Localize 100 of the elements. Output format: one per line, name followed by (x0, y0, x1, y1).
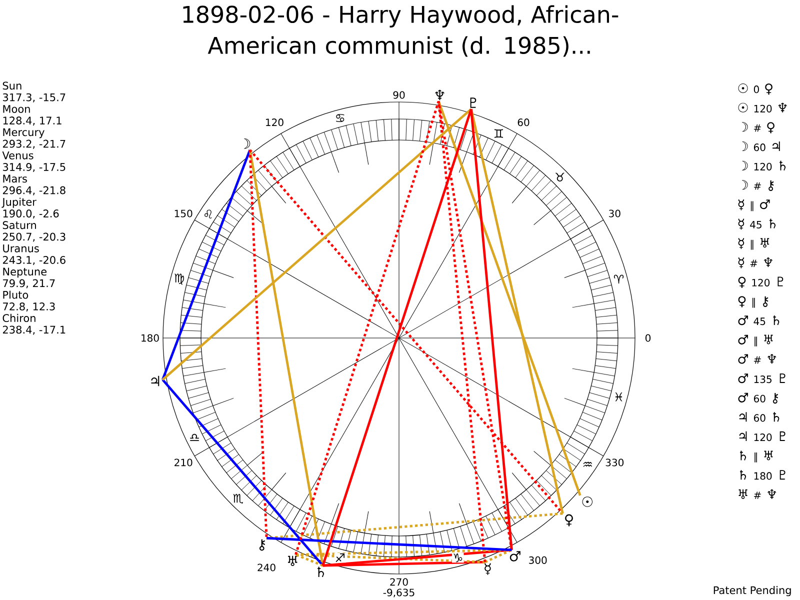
aspect-line (162, 108, 472, 381)
coordinates: 79.9, 21.7 (3, 279, 55, 288)
coordinates: 128.4, 17.1 (3, 116, 62, 126)
aspect-type: 120 (752, 278, 770, 286)
planet-symbol: ♂ (738, 334, 748, 344)
aspect-line (248, 150, 324, 566)
zodiac-sign: ♑ (452, 552, 464, 563)
degree-label: 0 (645, 334, 651, 342)
planet-symbol: ⚷ (763, 296, 768, 307)
planet-symbol: ♃ (151, 376, 160, 386)
degree-label: 210 (174, 458, 192, 466)
degree-label: 330 (606, 458, 624, 466)
aspect-type: ∥ (750, 201, 754, 212)
aspect-type: 120 (754, 104, 772, 112)
zodiac-sign: ♌ (204, 210, 212, 218)
planet-name: Uranus (3, 244, 39, 252)
title: 1898-02-06 - Harry Haywood, African-American communist (d. 1985)... (183, 5, 618, 57)
planet-symbol: ♇ (778, 276, 784, 286)
planet-symbol: ♄ (773, 315, 780, 325)
planet-symbol: ☿ (738, 257, 744, 268)
planet-symbol: ☽ (742, 160, 748, 170)
planet-symbol: ♀ (738, 276, 746, 288)
coordinates: 72.8, 12.3 (3, 302, 55, 312)
degree-label: 30 (609, 210, 620, 218)
planet-name: Venus (2, 152, 34, 160)
planet-symbol: ♃ (739, 431, 747, 441)
aspect-type: 180 (754, 472, 772, 480)
planet-name: Sun (2, 82, 22, 90)
planet-name: Saturn (2, 221, 36, 230)
planet-symbol: ♃ (739, 412, 747, 422)
planet-name: Mars (3, 174, 27, 183)
planet-symbol: ♅ (288, 556, 298, 566)
aspect-type: # (754, 124, 761, 132)
planet-symbol: ♆ (768, 354, 776, 364)
planet-name: Mercury (3, 128, 44, 138)
aspect-line (437, 101, 486, 562)
planet-symbol: ☽ (742, 180, 748, 190)
planet-symbol: ☉ (582, 496, 592, 507)
planet-symbol: ☽ (244, 138, 250, 149)
planet-symbol: ♄ (740, 450, 746, 460)
aspect-type: ∥ (754, 452, 757, 462)
planet-symbol: ♄ (780, 160, 786, 170)
aspect-type: ∥ (750, 240, 754, 250)
planet-symbol: ♂ (738, 392, 748, 402)
planet-symbol: ☉ (738, 84, 748, 93)
planet-symbol: ♂ (760, 200, 770, 210)
planet-symbol: ♀ (765, 84, 772, 95)
aspect-type: 120 (754, 162, 772, 170)
aspect-type: # (754, 356, 761, 364)
aspect-type: 60 (754, 414, 766, 422)
degree-label: 60 (518, 118, 530, 126)
zodiac-sign: ♎ (190, 434, 199, 442)
coordinates: 190.0, -2.6 (3, 210, 59, 219)
aspect-type: # (750, 260, 758, 267)
aspect-line (437, 101, 513, 550)
aspect-type: 45 (750, 221, 762, 228)
zodiac-sign: ♍ (174, 274, 184, 285)
zodiac-sign: ♊ (494, 129, 503, 138)
planet-symbol: ♂ (738, 354, 748, 364)
coordinates: 317.3, -15.7 (3, 93, 66, 102)
zodiac-sign: ♓ (615, 392, 622, 402)
chart-value: -9,635 (383, 588, 414, 598)
aspect-line (266, 536, 512, 552)
aspect-type: ∥ (754, 336, 757, 346)
coordinates: 238.4, -17.1 (2, 326, 66, 335)
aspect-type: 120 (754, 434, 772, 442)
degree-label: 180 (142, 334, 159, 342)
degree-label: 120 (266, 118, 284, 126)
planet-name: Chiron (2, 314, 36, 322)
planet-symbol: ♅ (738, 489, 748, 499)
planet-symbol: ☿ (484, 563, 491, 575)
aspect-type: # (754, 492, 761, 499)
degree-label: 150 (174, 210, 192, 218)
planet-symbol: ♂ (738, 374, 748, 384)
aspect-type: 135 (754, 376, 772, 384)
planet-symbol: ⚷ (260, 539, 266, 551)
planet-symbol: ♂ (510, 551, 520, 562)
aspect-line (322, 108, 472, 566)
aspect-line (294, 100, 440, 555)
aspect-line (484, 548, 512, 564)
planet-name: Moon (3, 105, 30, 113)
aspect-type: ∥ (752, 298, 755, 308)
aspect-line (437, 100, 582, 496)
aspect-line (162, 149, 252, 380)
planet-symbol: ♆ (435, 90, 444, 100)
footer-note: Patent Pending (714, 586, 791, 596)
aspect-type: 60 (754, 394, 766, 402)
coordinates: 250.7, -20.3 (2, 232, 66, 242)
planet-symbol: ♅ (764, 450, 773, 460)
planet-symbol: ♄ (773, 412, 780, 422)
aspect-line (470, 109, 513, 550)
planet-symbol: ♃ (772, 141, 780, 151)
planet-symbol: ♀ (738, 296, 746, 308)
aspect-type: 45 (754, 318, 766, 326)
planet-symbol: ♇ (470, 98, 476, 108)
coordinates: 314.9, -17.5 (3, 163, 66, 172)
planet-symbol: ♀ (565, 514, 573, 526)
planet-symbol: ⚷ (772, 393, 778, 404)
planet-symbol: ♅ (760, 238, 770, 248)
zodiac-sign: ♐ (334, 552, 346, 563)
